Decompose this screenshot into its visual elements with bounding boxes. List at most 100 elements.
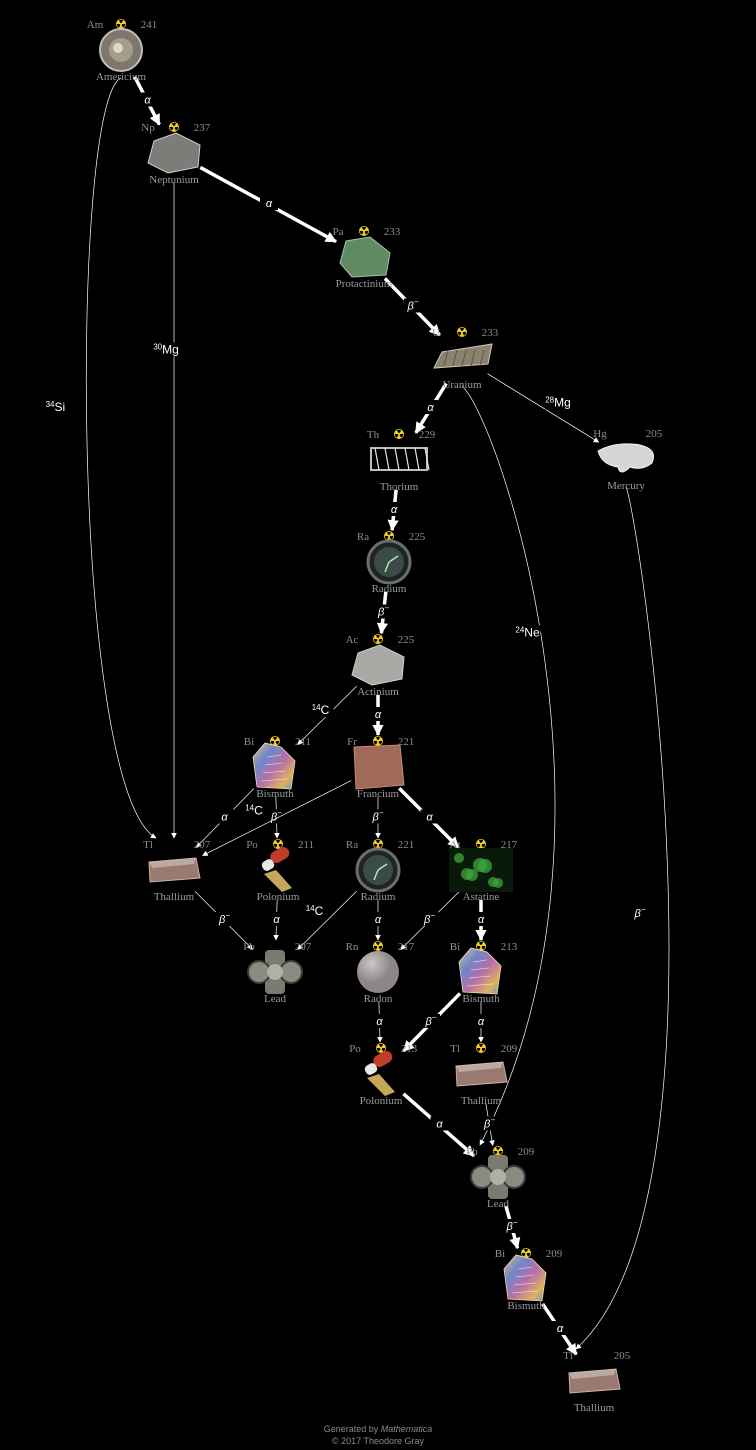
element-name: Francium bbox=[357, 788, 400, 800]
element-name: Radium bbox=[361, 891, 396, 903]
element-symbol: Pb bbox=[243, 941, 255, 953]
decay-label-th229-ra225: α bbox=[391, 504, 398, 516]
element-symbol: Ac bbox=[346, 634, 359, 646]
decay-label-bg bbox=[369, 912, 387, 926]
decay-label-bi213-po213: β− bbox=[425, 1013, 437, 1028]
element-mass: 233 bbox=[482, 327, 499, 339]
decay-label-bg bbox=[503, 1219, 521, 1233]
uranium-bar-image bbox=[433, 343, 493, 369]
decay-label-bg bbox=[472, 912, 490, 926]
element-symbol: Rn bbox=[346, 941, 359, 953]
decay-label-ac225-bi211: 14C bbox=[312, 703, 330, 717]
element-symbol: Po bbox=[349, 1043, 361, 1055]
decay-label-tl209-pb209: β− bbox=[483, 1116, 495, 1131]
decay-label-bg bbox=[545, 395, 571, 410]
americium-sample-image bbox=[99, 28, 143, 72]
decay-label-bg bbox=[138, 92, 157, 107]
element-symbol: Bi bbox=[450, 941, 460, 953]
element-symbol: Pb bbox=[466, 1146, 478, 1158]
decay-edge-am241-tl207 bbox=[85, 77, 157, 839]
bismuth-crystal-image bbox=[458, 947, 502, 995]
element-mass: 211 bbox=[298, 839, 314, 851]
decay-label-u233-hg205: 28Mg bbox=[545, 396, 571, 410]
element-name: Neptunium bbox=[149, 174, 199, 186]
thallium-bar-image bbox=[148, 857, 201, 883]
decay-label-bg bbox=[514, 625, 541, 640]
decay-label-bg bbox=[421, 400, 440, 414]
decay-label-bg bbox=[404, 298, 422, 313]
element-name: Uranium bbox=[442, 379, 482, 391]
element-mass: 207 bbox=[194, 839, 211, 851]
element-mass: 229 bbox=[419, 429, 436, 441]
element-mass: 209 bbox=[546, 1248, 563, 1260]
decay-label-bg bbox=[215, 912, 234, 926]
decay-label-ra221-pb207: 14C bbox=[306, 904, 324, 918]
element-name: Thallium bbox=[154, 891, 195, 903]
decay-edge-u233-pb209 bbox=[461, 385, 556, 1146]
decay-label-fr221-tl207: 14C bbox=[245, 804, 263, 818]
radiation-hazard-icon bbox=[476, 941, 486, 951]
element-name: Lead bbox=[487, 1198, 509, 1210]
decay-label-bi211-po211: β− bbox=[270, 809, 282, 824]
element-mass: 225 bbox=[409, 531, 426, 543]
radiation-hazard-icon bbox=[116, 19, 126, 29]
element-mass: 209 bbox=[518, 1146, 535, 1158]
element-symbol: At bbox=[450, 839, 461, 851]
element-name: Thallium bbox=[574, 1402, 615, 1414]
radiation-hazard-icon bbox=[376, 1043, 386, 1053]
element-symbol: Tl bbox=[563, 1350, 573, 1362]
element-symbol: U bbox=[432, 327, 440, 339]
element-name: Actinium bbox=[357, 686, 399, 698]
element-mass: 213 bbox=[401, 1043, 418, 1055]
decay-label-bi213-tl209: α bbox=[478, 1016, 485, 1028]
decay-label-bi211-tl207: α bbox=[221, 812, 228, 824]
decay-label-bg bbox=[480, 1116, 499, 1131]
element-symbol: Ra bbox=[357, 531, 369, 543]
actinium-rock-image bbox=[351, 644, 405, 686]
decay-label-tl207-pb207: β− bbox=[218, 911, 230, 926]
element-name: Bismuth bbox=[507, 1300, 545, 1312]
thallium-bar-image bbox=[568, 1368, 621, 1394]
decay-label-bg bbox=[420, 809, 439, 824]
decay-label-rn217-po213: α bbox=[376, 1016, 383, 1028]
decay-label-bg bbox=[215, 809, 234, 824]
element-name: Protactinium bbox=[336, 278, 393, 290]
decay-label-po213-pb209: α bbox=[436, 1119, 443, 1131]
element-mass: 211 bbox=[295, 736, 311, 748]
element-name: Radon bbox=[364, 993, 393, 1005]
decay-label-bg bbox=[631, 906, 649, 920]
footer-generated-product: Mathematica bbox=[380, 1424, 433, 1434]
element-symbol: Ra bbox=[346, 839, 358, 851]
decay-label-bg bbox=[369, 707, 387, 721]
element-symbol: Th bbox=[367, 429, 380, 441]
element-name: Polonium bbox=[360, 1095, 403, 1107]
thallium-bar-image bbox=[455, 1061, 508, 1087]
decay-label-u233-th229: α bbox=[427, 402, 434, 414]
element-name: Radium bbox=[372, 583, 407, 595]
neptunium-rock-image bbox=[147, 132, 201, 174]
decay-label-ra221-rn217: α bbox=[375, 914, 382, 926]
decay-label-bg bbox=[42, 399, 69, 414]
decay-label-ac225-fr221: α bbox=[375, 709, 382, 721]
element-mass: 209 bbox=[501, 1043, 518, 1055]
francium-rock-image bbox=[353, 744, 405, 790]
decay-label-np237-pa233: α bbox=[266, 198, 273, 210]
element-name: Thallium bbox=[461, 1095, 502, 1107]
decay-label-am241-tl207: 34Si bbox=[46, 400, 66, 414]
decay-label-bg bbox=[369, 809, 387, 824]
element-symbol: Bi bbox=[244, 736, 254, 748]
decay-label-bi209-tl205: α bbox=[557, 1323, 564, 1335]
decay-edge-hg205-tl205 bbox=[575, 486, 670, 1350]
radon-sphere-image bbox=[357, 951, 399, 993]
